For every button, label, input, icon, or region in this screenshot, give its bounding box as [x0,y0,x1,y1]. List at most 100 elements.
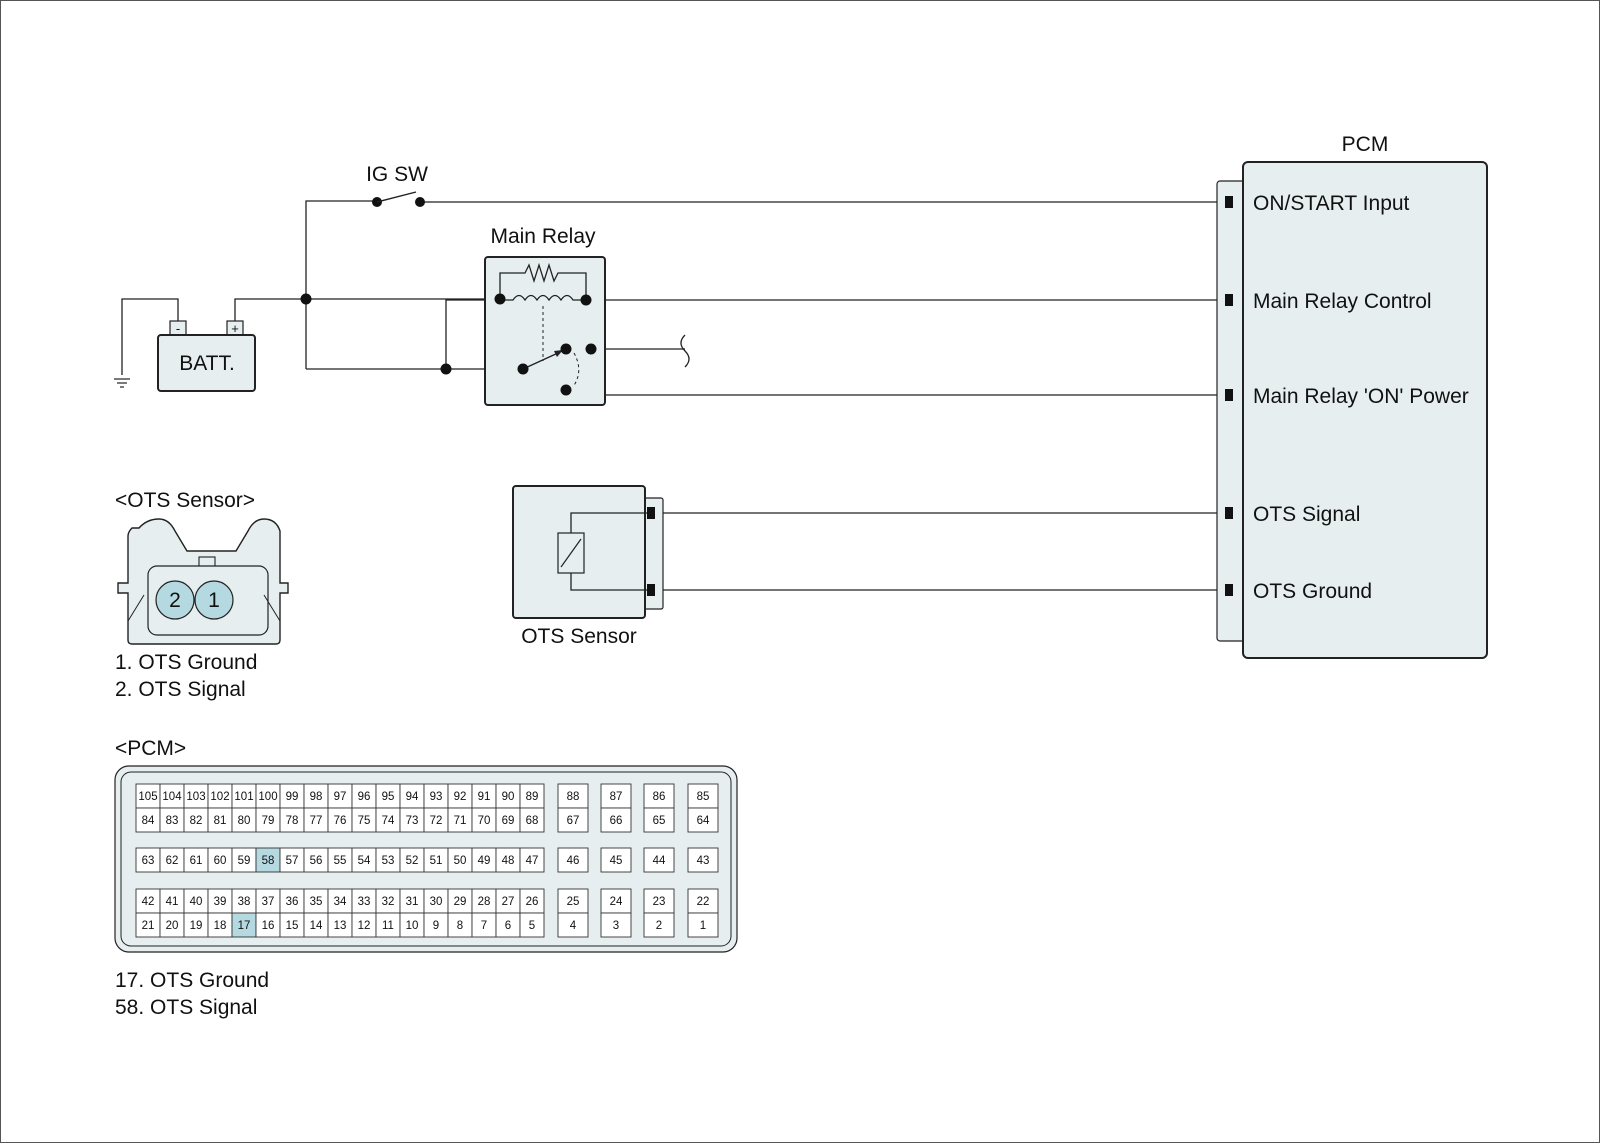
pcm-pin-number: 34 [334,896,347,908]
pcm-pin-cell [600,783,632,809]
pcm-pin-number: 26 [526,896,539,908]
pcm-pin-number: 29 [454,896,467,908]
ignition-switch: IG SW [366,163,428,207]
pcm-pin-number: 21 [142,920,155,932]
pcm-pin-number: 27 [502,896,515,908]
pcm-pin-number: 57 [286,855,299,867]
pcm-pin-cell [471,783,497,809]
pcm-pin-cell [135,847,161,873]
pcm-pin-number: 41 [166,896,179,908]
pcm-pin-cell [687,807,719,833]
pcm-pin-cell [303,807,329,833]
pcm-pin-number: 5 [529,920,535,932]
pcm-pin-cell [557,783,589,809]
pcm-pin-number: 17 [238,920,251,932]
pcm-pin-number: 48 [502,855,515,867]
pcm-pin-number: 58 [262,855,275,867]
battery: - + BATT. [157,320,256,392]
junction-dots [300,293,452,375]
pcm-pin-number: 97 [334,791,347,803]
pcm-pin-cell [447,807,473,833]
pcm-pin-number: 52 [406,855,419,867]
pcm-pin-label: Main Relay Control [1253,290,1432,313]
pcm-pin-cell [399,807,425,833]
pcm-pin-cell [279,888,305,914]
pcm-pin-number: 102 [210,791,229,803]
pcm-pin-number: 32 [382,896,395,908]
pcm-pin-cell [375,783,401,809]
pcm-pin-cell [557,807,589,833]
pcm-pin-number: 47 [526,855,539,867]
pcm-pin-cell [447,912,473,938]
pcm-pin-cell [495,807,521,833]
pcm-pin-number: 81 [214,815,227,827]
battery-negative-label: - [176,321,180,336]
pcm-pin-cell [231,912,257,938]
pcm-pin-number: 12 [358,920,371,932]
pcm-pin-cell [600,888,632,914]
pcm-pin-cell [159,807,185,833]
pcm-pin-number: 93 [430,791,443,803]
pcm-pin-label: ON/START Input [1253,192,1410,215]
pcm-pin-label: Main Relay 'ON' Power [1253,385,1469,408]
pcm-pin-cell [557,847,589,873]
pcm-legend-line-1: 17. OTS Ground [115,969,269,992]
pcm-pin-number: 69 [502,815,515,827]
ots-legend-line-1: 1. OTS Ground [115,651,257,674]
pcm-pin-number: 33 [358,896,371,908]
pcm-pin-number: 62 [166,855,179,867]
pcm-pin-number: 36 [286,896,299,908]
pcm-pin-cell [279,912,305,938]
pcm-pin-number: 24 [610,896,623,908]
pcm-pin-terminal [1225,294,1233,306]
pcm-pin-number: 30 [430,896,443,908]
pcm-pin-number: 40 [190,896,203,908]
relay-bridge-wire [445,299,500,369]
pcm-pin-number: 4 [570,920,577,932]
pcm-pin-cell [135,783,161,809]
pcm-pin-number: 49 [478,855,491,867]
pcm-pin-number: 98 [310,791,323,803]
pcm-pin-number: 10 [406,920,419,932]
pcm-pin-number: 80 [238,815,251,827]
pcm-pin-number: 7 [481,920,487,932]
pcm-pin-cell [423,807,449,833]
pcm-pin-cell [600,912,632,938]
pcm-pin-number: 94 [406,791,419,803]
pcm-pin-cell [303,912,329,938]
pcm-pin-number: 56 [310,855,323,867]
pcm-pin-cell [279,783,305,809]
pcm-pin-number: 103 [186,791,205,803]
main-relay: Main Relay [484,225,606,406]
pcm-pin-cell [399,888,425,914]
pcm-pin-number: 9 [433,920,439,932]
pcm-pin-number: 85 [697,791,710,803]
pcm-pin-cell [279,807,305,833]
pcm-title: PCM [1342,133,1389,156]
batt-trunk-wire [305,200,377,369]
pcm-pin-cell [399,912,425,938]
pcm-pin-number: 2 [656,920,662,932]
pcm-pin-cell [231,807,257,833]
pcm-pin-number: 1 [700,920,706,932]
pcm-pin-cell [327,807,353,833]
pcm-pin-label: OTS Ground [1253,580,1372,603]
pcm-pin-cell [643,807,675,833]
pcm-pin-cell [183,912,209,938]
pcm-pin-number: 8 [457,920,463,932]
pcm-pin-number: 50 [454,855,467,867]
pcm-pin-number: 95 [382,791,395,803]
pcm-pin-cell [687,847,719,873]
pcm-pin-number: 55 [334,855,347,867]
pcm-pin-number: 70 [478,815,491,827]
pcm-pin-cell [279,847,305,873]
pcm-pin-cell [183,783,209,809]
pcm-pin-cell [351,847,377,873]
pcm-pin-number: 83 [166,815,179,827]
pcm-pin-number: 92 [454,791,467,803]
pcm-pin-cell [423,783,449,809]
pcm-pin-number: 67 [567,815,580,827]
